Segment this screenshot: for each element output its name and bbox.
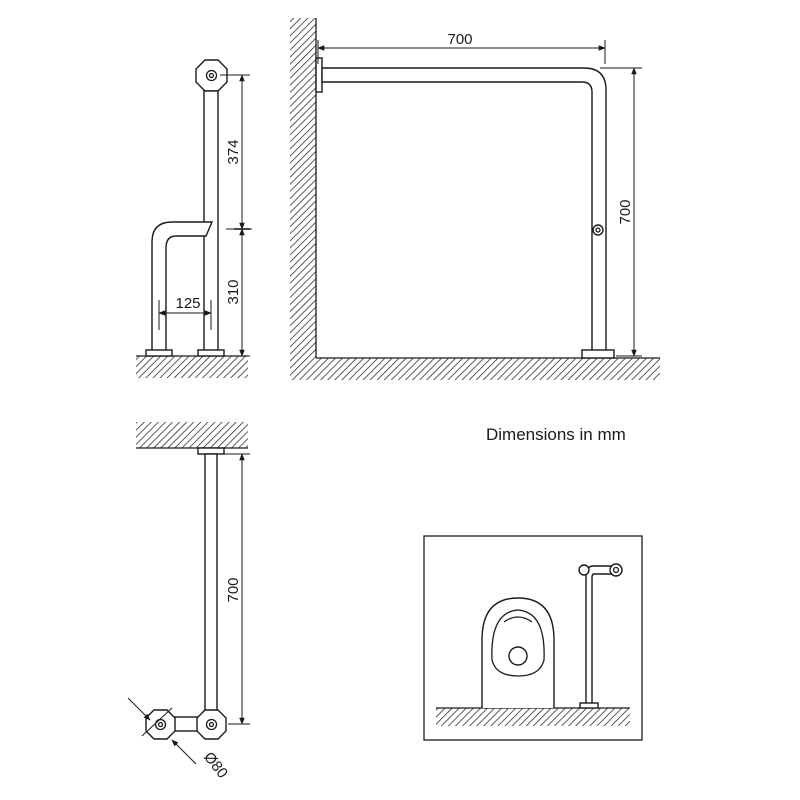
floor-flange-right [196,709,227,740]
floor-flange-left [145,709,176,740]
front-view: 700 700 [290,18,660,380]
top-view: 700 Ø80 [127,422,250,782]
caption: Dimensions in mm [486,425,626,444]
dim-top-length: 700 [225,577,242,602]
front-view-wall [290,18,316,358]
illustration-floor [436,708,630,726]
front-view-floor [290,358,660,380]
side-view: 374 310 125 [136,59,252,378]
front-wall-flange [315,57,323,93]
illustration-grab-bar [585,565,613,705]
dim-leg-spacing: 125 [175,295,200,312]
front-floor-flange [581,349,615,359]
top-wall-flange [197,447,225,455]
curved-leg [151,221,214,352]
dim-upper-height: 374 [225,139,242,164]
foot-left [145,349,173,357]
illustration-frame [423,535,643,741]
dim-front-width: 700 [447,31,472,48]
installation-illustration [423,535,643,741]
side-view-floor [136,356,248,378]
top-view-wall [136,422,248,448]
foot-right [197,349,225,357]
l-shaped-bar [321,67,607,353]
top-long-pipe [204,453,218,719]
dim-front-height: 700 [617,199,634,224]
dim-flange-diameter: Ø80 [200,749,231,782]
dim-lower-height: 310 [225,279,242,304]
